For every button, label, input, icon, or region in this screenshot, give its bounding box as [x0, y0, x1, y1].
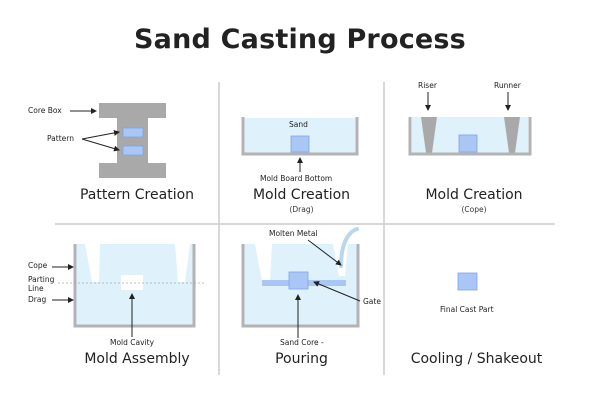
drag-label: Drag — [28, 295, 47, 304]
mold-assembly-caption: Mold Assembly — [84, 351, 190, 367]
cope-label: Cope — [28, 261, 48, 270]
runner-label: Runner — [494, 81, 521, 90]
sand-core-label: Sand Core - — [280, 338, 324, 347]
pattern-piece-bottom — [122, 145, 144, 156]
pouring-flask — [241, 244, 360, 328]
drag-pattern — [290, 135, 310, 153]
cope-pattern — [458, 134, 478, 153]
gate-arrow — [313, 281, 361, 302]
assembly-cavity — [121, 275, 143, 290]
drag-flask — [241, 117, 359, 156]
assembly-flask — [73, 244, 196, 328]
cope-subcaption: (Cope) — [461, 205, 487, 214]
pattern-creation-caption: Pattern Creation — [79, 187, 195, 203]
final-cast-part-label: Final Cast Part — [440, 305, 494, 314]
sand-label: Sand — [289, 120, 308, 129]
shakeout-graphic — [457, 272, 478, 291]
mold-cavity-label: Mold Cavity — [110, 338, 155, 347]
drag-mold-graphic — [241, 117, 359, 172]
mold-creation-cope-caption: Mold Creation — [425, 187, 523, 203]
pattern-creation-graphic — [70, 103, 166, 178]
runner-channel — [504, 117, 520, 153]
drag-subcaption: (Drag) — [289, 205, 314, 214]
pattern-arrow-top — [81, 129, 120, 140]
gate-label: Gate — [363, 297, 381, 306]
pouring-caption: Pouring — [275, 351, 328, 367]
pattern-arrow-bottom — [81, 138, 120, 152]
mold-assembly-graphic — [52, 244, 204, 337]
cope-flask — [408, 117, 532, 156]
cooling-shakeout-caption: Cooling / Shakeout — [410, 351, 543, 367]
final-cast-part — [457, 272, 478, 291]
core-box-shape — [99, 103, 166, 178]
cope-mold-graphic — [408, 92, 532, 156]
molten-metal-arrow — [307, 239, 342, 266]
pouring-cast-part — [288, 271, 309, 290]
core-box-label: Core Box — [28, 106, 62, 115]
mold-creation-drag-caption: Mold Creation — [252, 187, 351, 203]
pattern-label: Pattern — [47, 134, 74, 143]
mold-board-bottom-label: Mold Board Bottom — [260, 174, 333, 183]
pouring-graphic — [241, 227, 361, 338]
riser-label: Riser — [418, 81, 437, 90]
diagram-title: Sand Casting Process — [134, 24, 466, 55]
parting-line-label: Parting Line — [28, 275, 55, 293]
molten-metal-label: Molten Metal — [269, 229, 318, 238]
pattern-piece-top — [122, 127, 144, 138]
riser-channel — [421, 117, 437, 153]
